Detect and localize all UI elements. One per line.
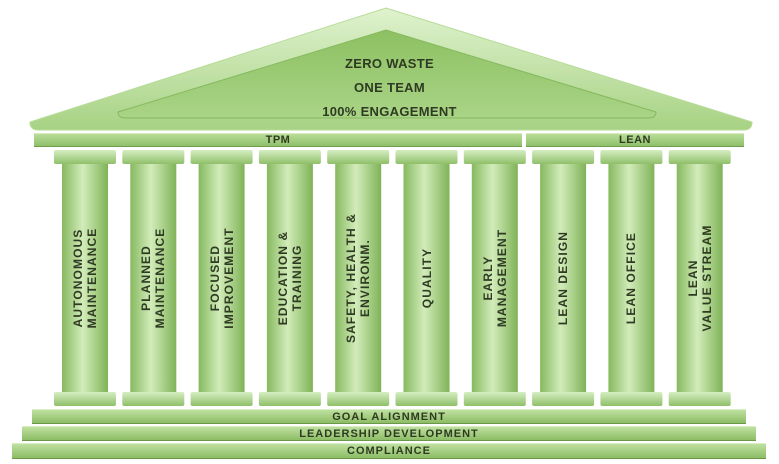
pillar-base: [258, 392, 321, 406]
pillar-capital: [327, 150, 390, 164]
pillar-capital: [395, 150, 458, 164]
pillar-capital: [668, 150, 731, 164]
pillar-shaft: [471, 164, 518, 392]
pillar-3: [190, 150, 253, 406]
pillar-7: [463, 150, 526, 406]
pillar-capital: [532, 150, 595, 164]
pillar-base: [327, 392, 390, 406]
beam-lean: LEAN: [526, 133, 744, 147]
pillar-base: [395, 392, 458, 406]
pillar-base: [122, 392, 185, 406]
pillar-10: [668, 150, 731, 406]
pillar-shaft: [540, 164, 587, 392]
pillar-capital: [258, 150, 321, 164]
pillar-capital: [190, 150, 253, 164]
step-goal-alignment: GOAL ALIGNMENT: [32, 409, 746, 424]
pillar-label: SAFETY, HEALTH & ENVIRONM.: [344, 212, 373, 344]
pillar-label: LEAN DESIGN: [556, 230, 571, 326]
pillar-shaft: [608, 164, 655, 392]
step-compliance: COMPLIANCE: [12, 443, 766, 459]
pillar-8: [532, 150, 595, 406]
pillar-4: [258, 150, 321, 406]
pillar-shaft: [62, 164, 108, 392]
pillar-base: [54, 392, 116, 406]
pillar-capital: [122, 150, 185, 164]
pillar-base: [532, 392, 595, 406]
roof-line-zero-waste: ZERO WASTE: [345, 56, 434, 71]
pillar-label: EDUCATION & TRAINING: [275, 230, 304, 326]
pillar-shaft: [198, 164, 245, 392]
pillar-label: FOCUSED IMPROVEMENT: [207, 227, 236, 329]
pillar-9: [600, 150, 663, 406]
pillar-base: [668, 392, 731, 406]
pillar-5: [327, 150, 390, 406]
roof-inner-panel: [117, 29, 657, 119]
roof-line-one-team: ONE TEAM: [353, 80, 425, 95]
pillar-2: [122, 150, 185, 406]
pillar-shaft: [403, 164, 450, 392]
pillar-label: AUTONOMOUS MAINTENANCE: [71, 227, 99, 329]
step-leadership-development: LEADERSHIP DEVELOPMENT: [22, 426, 756, 441]
pillar-shaft: [130, 164, 177, 392]
pillar-capital: [54, 150, 116, 164]
pillar-shaft: [266, 164, 313, 392]
pillar-base: [600, 392, 663, 406]
pillar-label: EARLY MANAGEMENT: [480, 228, 509, 328]
pillar-capital: [600, 150, 663, 164]
pillar-6: [395, 150, 458, 406]
beam-tpm: TPM: [34, 133, 522, 147]
pillar-capital: [463, 150, 526, 164]
pillar-base: [190, 392, 253, 406]
pillar-1: [54, 150, 116, 406]
pillar-label: LEAN OFFICE: [624, 231, 639, 325]
pillar-label: PLANNED MAINTENANCE: [139, 227, 168, 329]
roof-line-engagement: 100% ENGAGEMENT: [322, 104, 457, 119]
pillars-group: [54, 150, 731, 406]
pillar-base: [463, 392, 526, 406]
pillar-shaft: [676, 164, 723, 392]
pillar-label: QUALITY: [419, 247, 434, 309]
pillar-label: LEAN VALUE STREAM: [685, 224, 714, 332]
pillar-shaft: [335, 164, 382, 392]
